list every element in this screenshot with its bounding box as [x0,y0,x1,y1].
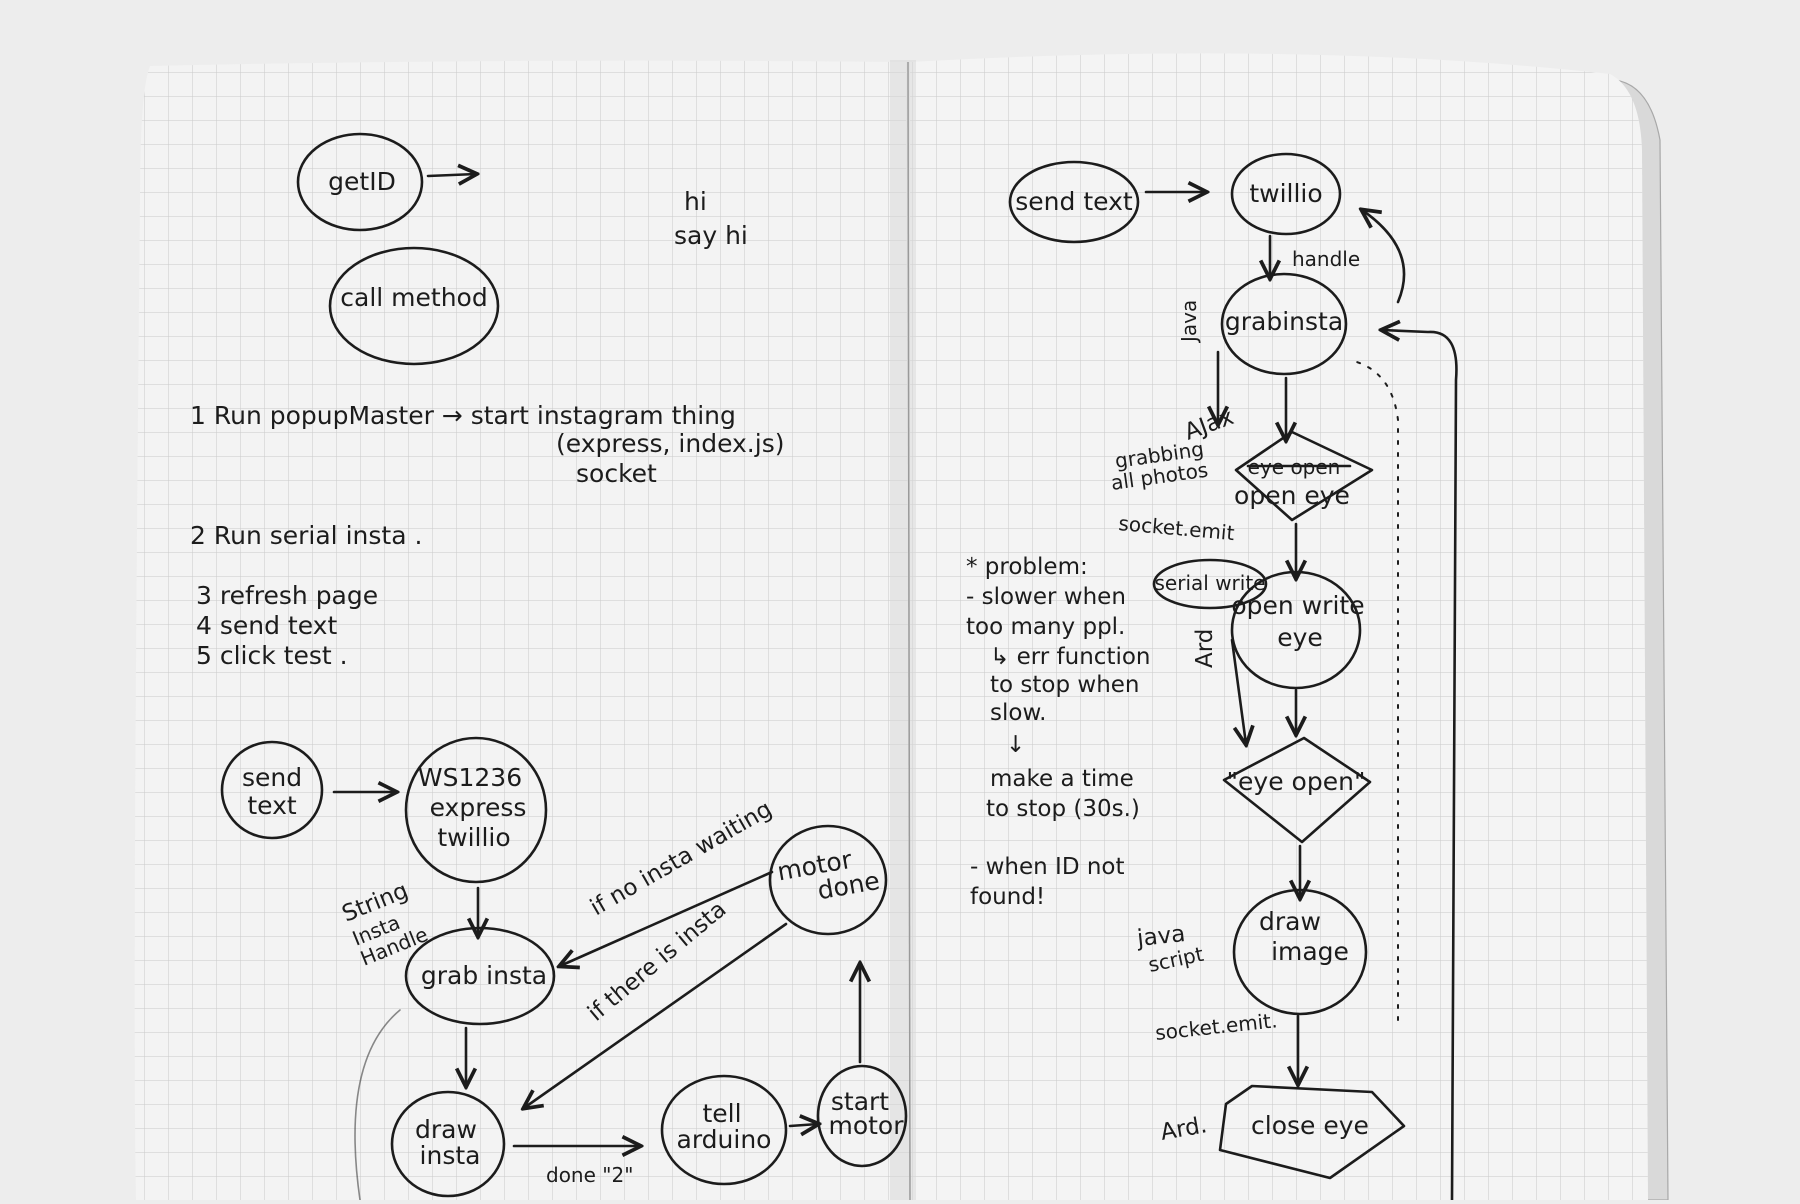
node-grab-insta-left [404,926,556,1026]
problem-line-7: ↓ [1006,732,1025,758]
problem-line-5: to stop when [990,672,1140,698]
node-grabinsta-label: grabinsta [1225,307,1343,336]
node-serial-write [1152,558,1268,610]
node-start-motor-l1: start [831,1087,889,1116]
step-3: 3 refresh page [196,581,378,610]
node-draw-insta-l2: insta [420,1141,481,1170]
arrow-loop-back-to-twillio [1362,210,1406,304]
label-java: Java [1177,300,1201,344]
step-4: 4 send text [196,611,337,640]
step-5: 5 click test . [196,641,348,670]
left-page-grid [134,60,910,1201]
spine-line [907,61,911,1201]
problem-line-10: - when ID not [970,854,1125,880]
problem-line-6: slow. [990,700,1046,726]
arrow-tell-to-start [788,1124,818,1126]
node-send-text-right [1008,160,1140,244]
right-page-grid [910,53,1648,1200]
node-open-eye-label: open eye [1234,481,1350,510]
arrow-motor-to-draw [524,922,788,1108]
node-call-method-label: call method [340,283,487,312]
step-1-express: (express, index.js) [556,429,784,458]
problem-line-2: - slower when [966,584,1126,610]
node-send-text-left-l2: text [247,791,297,820]
step-2: 2 Run serial insta . [190,521,422,550]
node-draw-insta [390,1090,506,1198]
faint-loop-curve [354,1009,401,1201]
arrow-motor-to-grab [560,870,774,966]
node-twillio-label: twillio [1249,179,1322,208]
node-draw-image-l1: draw [1259,907,1321,936]
node-start-motor-l2: motor [828,1111,904,1140]
node-grabinsta [1220,272,1348,376]
node-start-motor [816,1064,908,1168]
dotted-return [1349,359,1399,1021]
left-page-content: getID call method hi say hi 1 Run popupM… [190,132,908,1201]
note-hi: hi [684,187,707,216]
problem-line-11: found! [970,884,1045,910]
node-tell-arduino [660,1074,788,1186]
problem-line-1: * problem: [966,554,1088,580]
node-open-write-eye-l2: eye [1277,623,1323,652]
note-say-hi: say hi [674,221,748,250]
node-get-id [296,132,424,232]
node-draw-image [1232,888,1368,1016]
label-done: done "2" [546,1163,633,1187]
label-java-2: java [1135,921,1187,952]
node-grab-insta-left-label: grab insta [421,961,547,990]
node-motor-done [768,824,888,936]
step-1-socket: socket [576,459,657,488]
node-close-eye-label: close eye [1251,1111,1369,1140]
node-tell-arduino-l1: tell [702,1099,741,1128]
right-page-content: send text twillio handle grabinsta Java … [966,152,1458,1202]
node-ws-express [404,736,548,884]
node-draw-image-l2: image [1271,937,1349,966]
arrow-write-side [1230,638,1246,744]
node-send-text-left [220,740,324,840]
node-eye-open-diamond [1222,736,1372,844]
node-draw-insta-l1: draw [415,1115,477,1144]
problem-line-9: to stop (30s.) [986,796,1140,822]
node-close-eye [1218,1084,1406,1180]
node-ws-l3: twillio [437,823,510,852]
node-open-write-eye [1230,570,1362,690]
node-eye-open-label: "eye open" [1227,767,1366,796]
problem-note: * problem: - slower when too many ppl. ↳… [966,554,1151,910]
problem-line-4: ↳ err function [990,644,1151,670]
arrow-long-return [1382,330,1458,1202]
spine-shadow [890,60,916,1200]
node-get-id-label: getID [328,167,396,196]
node-tell-arduino-l2: arduino [677,1125,772,1154]
node-twillio [1230,152,1342,236]
node-send-text-right-label: send text [1015,187,1133,216]
node-ws-l1: WS1236 [418,763,522,792]
node-open-eye-diamond [1234,430,1374,522]
node-call-method [328,246,500,366]
problem-line-8: make a time [990,766,1134,792]
arrow-get-id [426,174,476,176]
step-1-line: 1 Run popupMaster → start instagram thin… [190,401,736,430]
label-ard-1: Ard [1192,629,1218,668]
label-handle-right: handle [1292,247,1360,271]
node-open-write-eye-l1: open write [1231,591,1364,620]
node-send-text-left-l1: send [242,763,302,792]
problem-line-3: too many ppl. [966,614,1125,640]
node-ws-l2: express [430,793,527,822]
